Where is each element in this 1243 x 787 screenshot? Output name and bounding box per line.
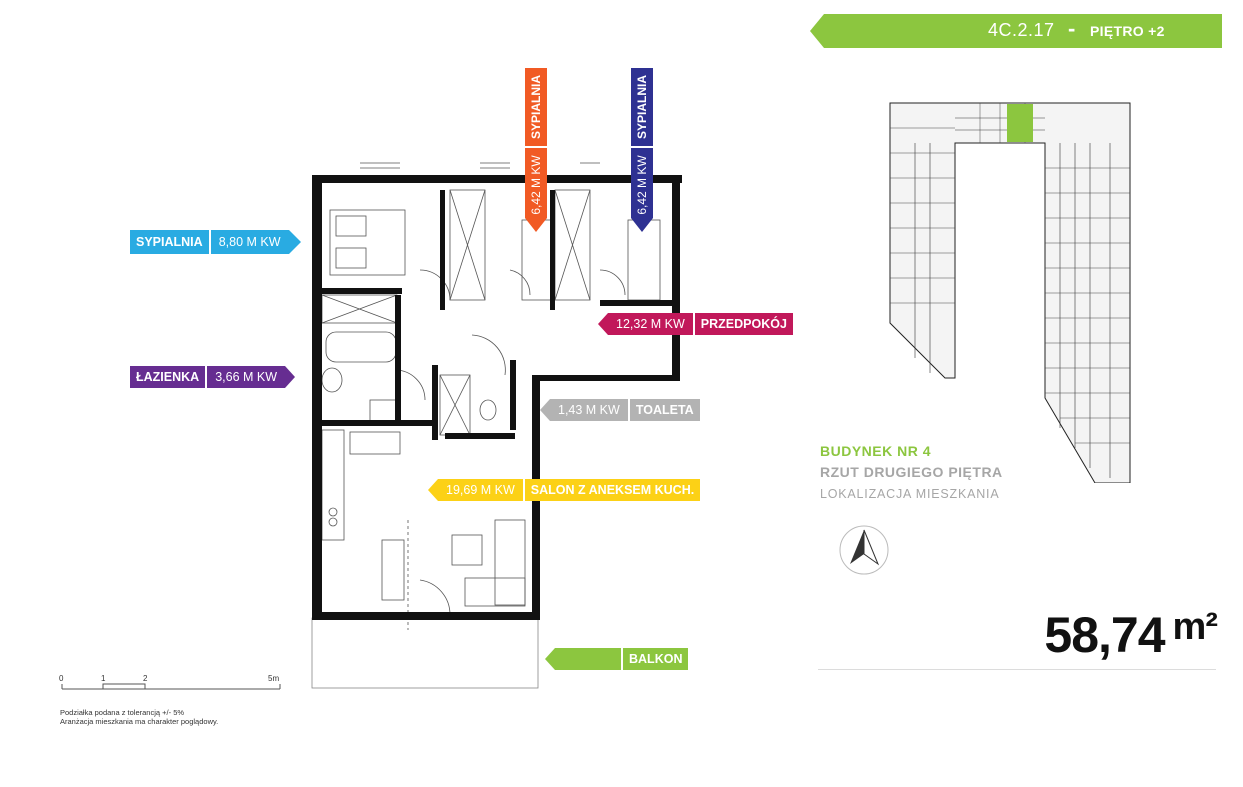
total-area-value: 58,74: [1044, 607, 1165, 663]
room-tag-bathroom: ŁAZIENKA 3,66 M KW: [130, 366, 296, 388]
room-name: ŁAZIENKA: [130, 366, 206, 388]
room-area: 6,42 M KW: [635, 155, 649, 215]
building-location: LOKALIZACJA MIESZKANIA: [820, 487, 1000, 501]
room-name: PRZEDPOKÓJ: [694, 313, 793, 335]
scale-label: 0: [59, 674, 64, 683]
note-tolerance: Podziałka podana z tolerancją +/- 5%: [60, 708, 185, 717]
room-tag-bedroom-1: SYPIALNIA 8,80 M KW: [130, 230, 301, 254]
banner-shape: [810, 14, 1222, 48]
apartment-highlight: [1007, 104, 1033, 142]
room-tag-balcony: BALKON: [545, 648, 689, 670]
north-arrow-icon: [839, 525, 889, 575]
tag-arrow: [598, 313, 608, 335]
building-title: BUDYNEK NR 4: [820, 443, 932, 459]
vtag-shape: [525, 68, 547, 232]
room-area: 12,32 M KW: [608, 313, 693, 335]
room-tag-hallway: 12,32 M KW PRZEDPOKÓJ: [598, 313, 793, 335]
room-area: 1,43 M KW: [550, 399, 628, 421]
building-subtitle: RZUT DRUGIEGO PIĘTRA: [820, 464, 1003, 480]
unit-code: 4C.2.17: [988, 20, 1055, 40]
room-name: SALON Z ANEKSEM KUCH.: [524, 479, 701, 501]
room-area: 3,66 M KW: [207, 366, 286, 388]
room-area: 8,80 M KW: [210, 230, 289, 254]
building-key-plan: [889, 102, 1131, 483]
room-tag-toilet: 1,43 M KW TOALETA: [540, 399, 700, 421]
note-arrangement: Aranżacja mieszkania ma charakter pogląd…: [60, 717, 219, 726]
floor-plan: [311, 162, 682, 689]
room-name: SYPIALNIA: [529, 74, 543, 140]
room-name: TOALETA: [629, 399, 700, 421]
tag-arrow: [545, 648, 555, 670]
scale-label: 2: [143, 674, 148, 683]
scale-bar: [61, 683, 281, 690]
room-name: SYPIALNIA: [130, 230, 209, 254]
unit-banner: 4C.2.17 - PIĘTRO +2: [810, 14, 1222, 48]
room-area: 6,42 M KW: [529, 155, 543, 215]
tag-arrow: [288, 230, 301, 254]
room-tag-bedroom-3: SYPIALNIA 6,42 M KW: [631, 68, 653, 238]
tag-arrow: [428, 479, 438, 501]
room-tag-bedroom-2: SYPIALNIA 6,42 M KW: [525, 68, 547, 238]
tag-arrow: [285, 366, 296, 388]
notes: Podziałka podana z tolerancją +/- 5% Ara…: [60, 708, 218, 726]
vtag-shape: [631, 68, 653, 232]
room-name: BALKON: [623, 648, 689, 670]
scale-label: 5m: [268, 674, 280, 683]
room-area: [555, 648, 621, 670]
room-tag-living: 19,69 M KW SALON Z ANEKSEM KUCH.: [428, 479, 701, 501]
floor-label: PIĘTRO +2: [1090, 23, 1165, 39]
room-area: 19,69 M KW: [438, 479, 523, 501]
scale-label: 1: [101, 674, 106, 683]
total-area-unit: m²: [1172, 606, 1218, 648]
tag-arrow: [540, 399, 550, 421]
divider: [818, 669, 1216, 670]
unit-dash: -: [1068, 16, 1076, 41]
room-name: SYPIALNIA: [635, 74, 649, 140]
